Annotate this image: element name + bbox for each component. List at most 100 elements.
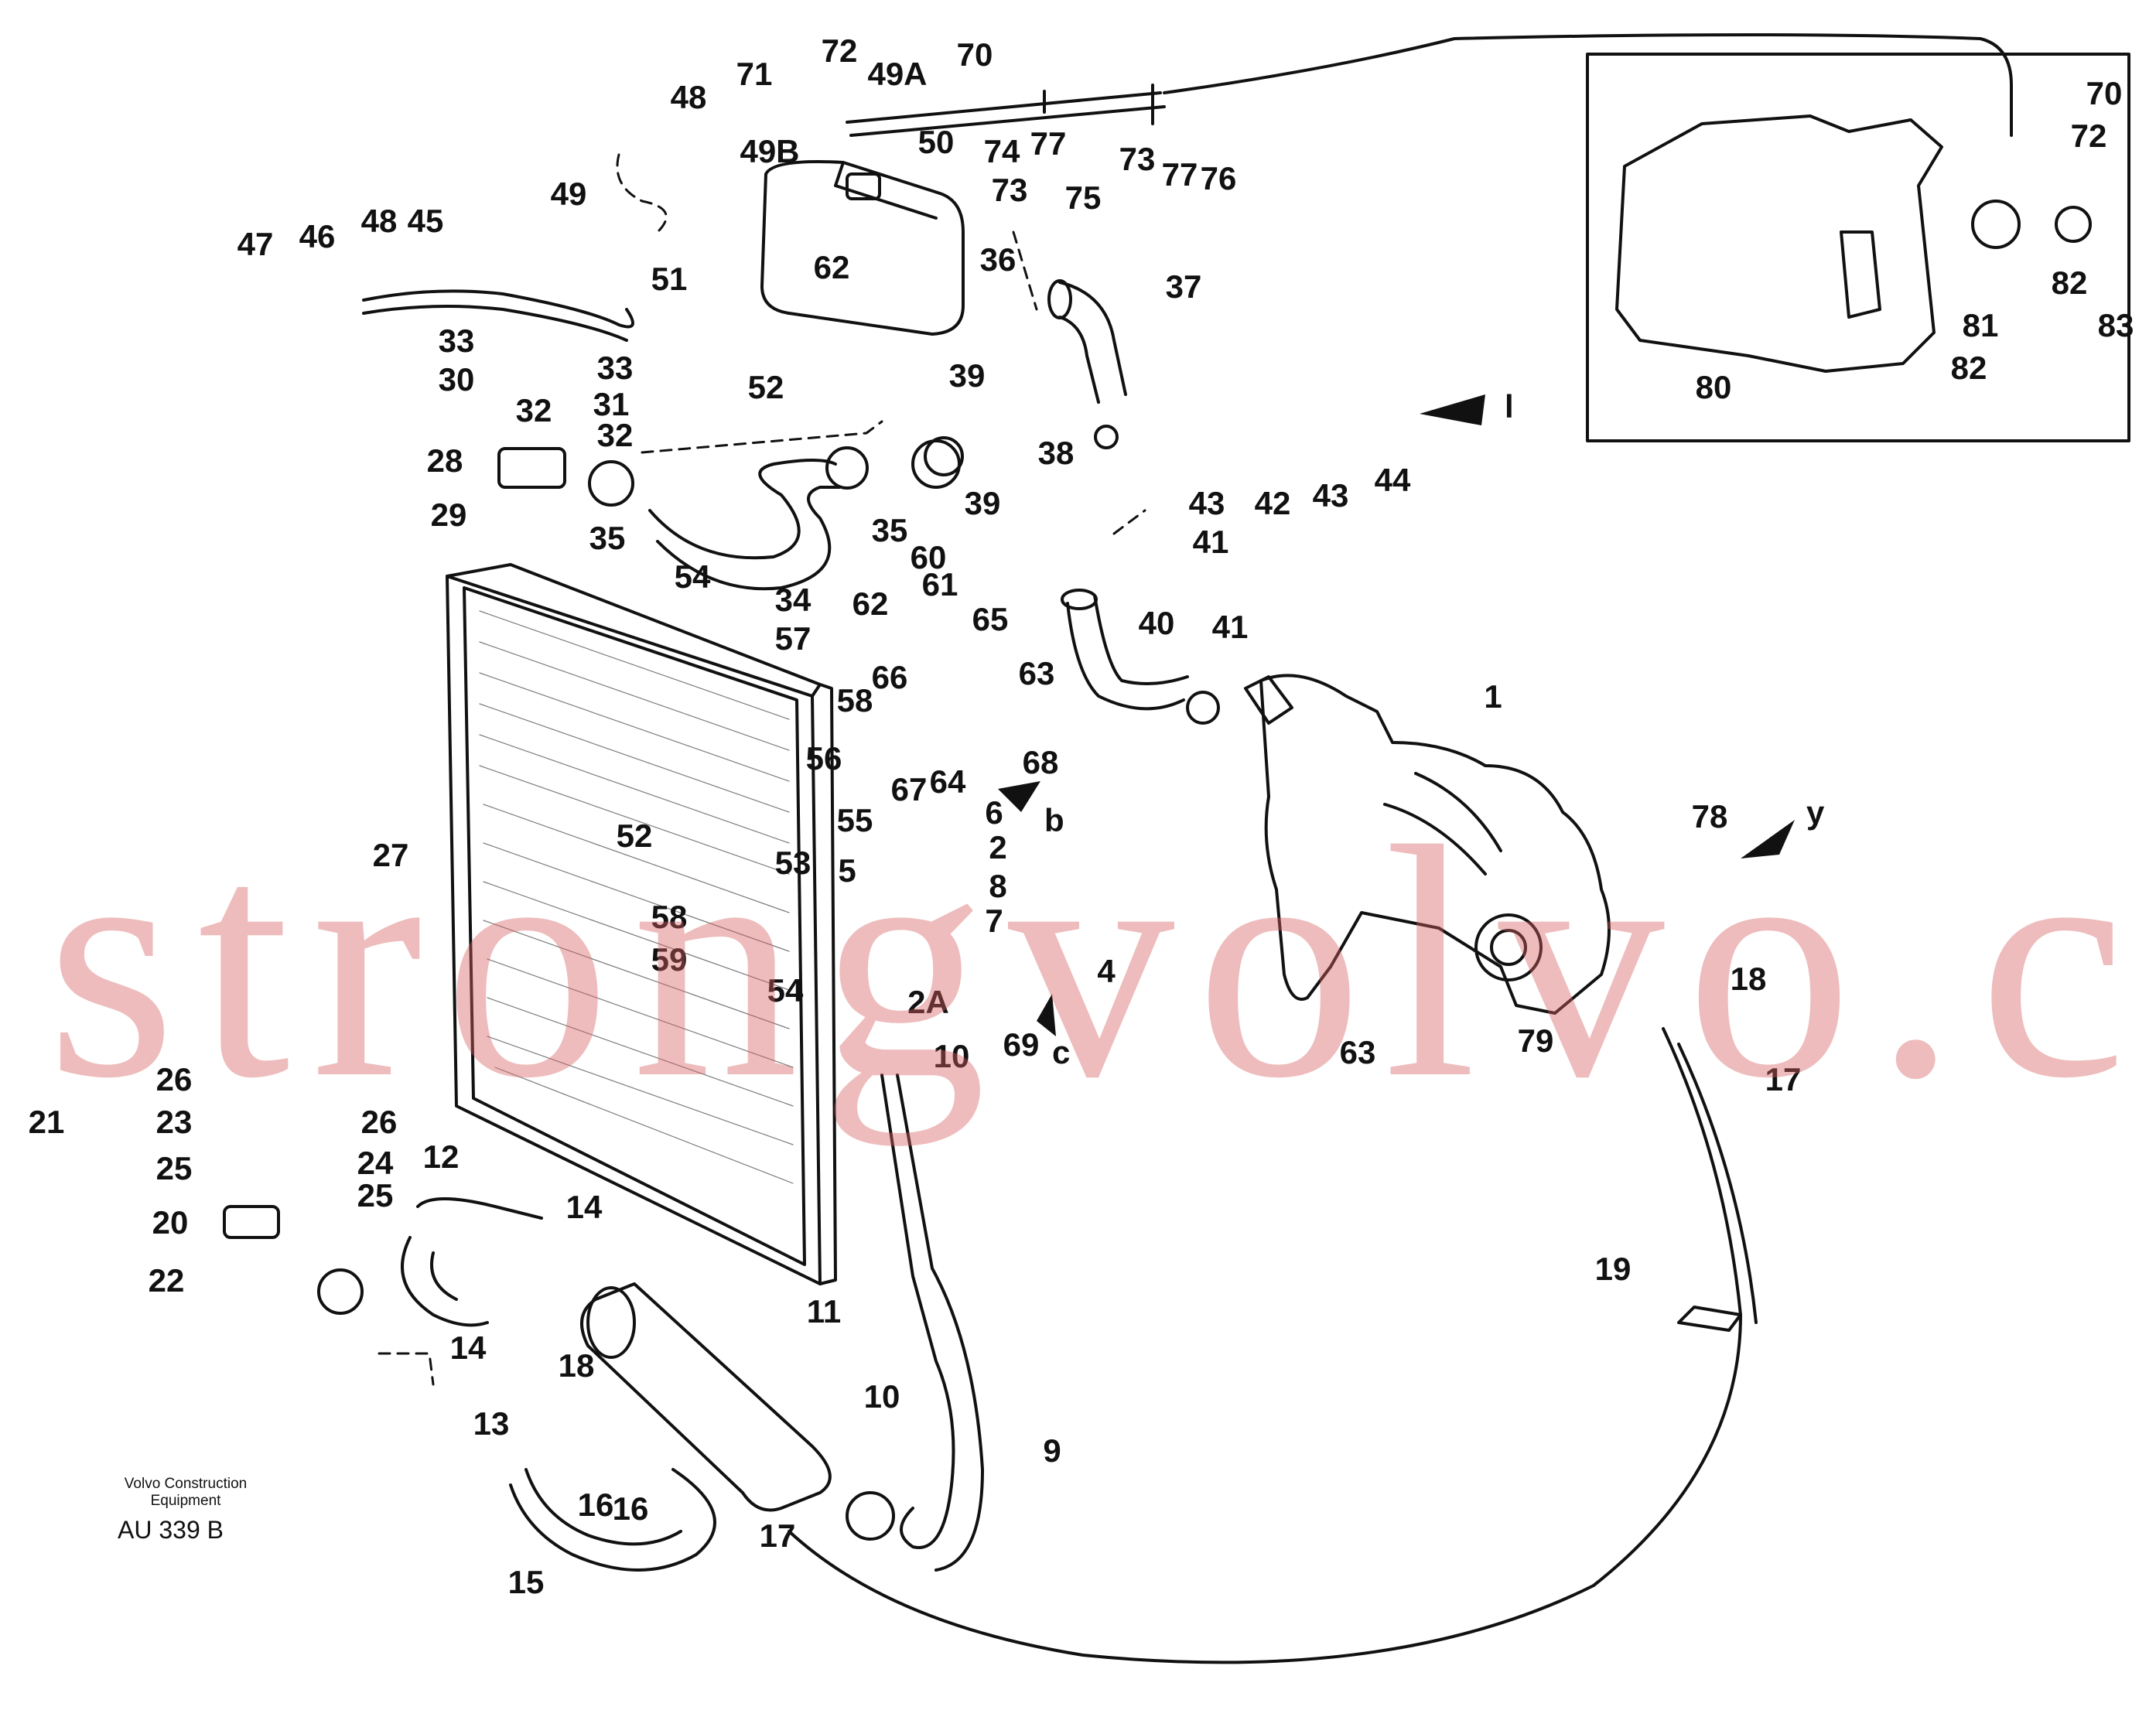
part-callout-label: 52 xyxy=(748,369,784,405)
part-callout-label: 77 xyxy=(1162,156,1198,193)
part-callout-label: 16 xyxy=(578,1487,614,1523)
part-callout-label: 82 xyxy=(1951,350,1987,386)
part-callout-label: 60 xyxy=(911,539,947,575)
part-callout-label: 80 xyxy=(1696,369,1732,405)
part-callout-label: 13 xyxy=(473,1405,510,1442)
part-callout-label: 54 xyxy=(767,972,804,1009)
part-callout-label: 74 xyxy=(984,133,1020,169)
part-callout-label: 63 xyxy=(1340,1034,1376,1070)
part-callout-label: 49B xyxy=(740,133,799,169)
part-callout-label: 59 xyxy=(651,941,688,978)
part-callout-label: 36 xyxy=(980,241,1016,278)
part-callout-label: 52 xyxy=(617,818,653,854)
part-callout-label: 26 xyxy=(361,1104,398,1140)
view-marker-label: b xyxy=(1044,802,1064,838)
part-callout-label: 22 xyxy=(149,1262,185,1299)
hose-9 xyxy=(880,1074,984,1572)
part-callout-label: 14 xyxy=(566,1189,603,1225)
part-callout-label: 24 xyxy=(357,1145,394,1181)
part-callout-label: 78 xyxy=(1692,798,1728,835)
part-callout-label: 11 xyxy=(807,1293,841,1330)
view-marker-label: c xyxy=(1052,1034,1070,1070)
part-callout-label: 58 xyxy=(651,899,688,935)
radiator xyxy=(446,563,837,1285)
part-callout-label: 43 xyxy=(1189,485,1225,521)
view-direction-arrow xyxy=(1037,994,1056,1036)
part-callout-label: 35 xyxy=(872,512,908,548)
part-callout-label: 39 xyxy=(949,357,986,394)
part-callout-label: 65 xyxy=(972,601,1009,637)
caption-company-line2: Equipment xyxy=(150,1493,221,1509)
part-callout-label: 54 xyxy=(675,558,711,595)
expansion-tank xyxy=(760,160,965,336)
part-callout-label: 14 xyxy=(450,1330,487,1366)
part-callout-label: 67 xyxy=(891,771,928,807)
part-callout-label: 43 xyxy=(1313,477,1349,514)
part-callout-label: 9 xyxy=(1043,1432,1061,1469)
part-callout-label: 56 xyxy=(806,740,842,777)
part-callout-label: 23 xyxy=(156,1104,193,1140)
inset-panel xyxy=(1586,53,2130,442)
part-callout-label: 58 xyxy=(837,682,873,719)
part-callout-label: 32 xyxy=(597,417,634,453)
part-callout-label: 68 xyxy=(1023,744,1059,780)
part-callout-label: 79 xyxy=(1518,1022,1554,1059)
part-callout-label: 38 xyxy=(1038,435,1075,471)
part-callout-label: 37 xyxy=(1166,268,1202,305)
part-callout-label: 81 xyxy=(1963,307,1999,343)
part-callout-label: 6 xyxy=(985,794,1003,831)
part-callout-label: 44 xyxy=(1375,462,1411,498)
part-callout-label: 26 xyxy=(156,1061,193,1097)
hose-15 xyxy=(509,1468,716,1572)
view-direction-arrow xyxy=(998,781,1040,812)
part-callout-label: 34 xyxy=(775,582,811,618)
part-callout-label: 49A xyxy=(867,56,927,92)
part-callout-label: 5 xyxy=(838,852,856,889)
part-callout-label: 73 xyxy=(1119,141,1156,177)
part-callout-label: 25 xyxy=(357,1177,394,1213)
part-callout-label: 70 xyxy=(957,36,993,73)
part-callout-label: 18 xyxy=(1731,961,1767,997)
part-callout-label: 31 xyxy=(593,386,630,422)
part-callout-label: 47 xyxy=(237,226,274,262)
part-callout-label: 17 xyxy=(1765,1061,1802,1097)
part-callout-label: 73 xyxy=(992,172,1028,208)
part-callout-label: 15 xyxy=(508,1564,545,1600)
part-callout-label: 41 xyxy=(1193,524,1229,560)
hose-17 xyxy=(788,1027,1758,1664)
part-callout-label: 33 xyxy=(439,323,475,359)
view-direction-arrow xyxy=(1741,820,1795,858)
part-callout-label: 39 xyxy=(965,485,1001,521)
part-callout-label: 77 xyxy=(1030,125,1067,162)
part-callout-label: 30 xyxy=(439,361,475,398)
part-callout-label: 82 xyxy=(2052,265,2088,301)
part-callout-label: 10 xyxy=(934,1038,970,1074)
view-marker-label: l xyxy=(1505,388,1514,425)
part-callout-label: 53 xyxy=(775,845,811,881)
part-callout-label: 25 xyxy=(156,1150,193,1186)
view-marker-label: y xyxy=(1806,794,1825,831)
part-callout-label: 83 xyxy=(2098,307,2134,343)
part-callout-label: 45 xyxy=(408,203,444,239)
oil-cooler xyxy=(580,1282,832,1512)
part-callout-label: 33 xyxy=(597,350,634,386)
part-callout-label: 62 xyxy=(852,585,889,622)
part-callout-label: 41 xyxy=(1212,609,1249,645)
part-callout-label: 72 xyxy=(2071,118,2107,154)
part-callout-label: 29 xyxy=(431,497,467,533)
part-callout-label: 32 xyxy=(516,392,552,428)
part-callout-label: 72 xyxy=(822,32,858,69)
part-callout-label: 10 xyxy=(864,1378,900,1415)
part-callout-label: 55 xyxy=(837,802,873,838)
part-callout-label: 20 xyxy=(152,1204,189,1241)
part-callout-label: 46 xyxy=(299,218,336,254)
part-callout-label: 62 xyxy=(814,249,850,285)
part-callout-label: 16 xyxy=(613,1490,649,1527)
hose-37 xyxy=(1047,279,1127,404)
caption-company-line1: Volvo Construction xyxy=(124,1476,248,1492)
part-callout-label: 71 xyxy=(736,56,773,92)
part-callout-label: 4 xyxy=(1097,953,1116,989)
part-callout-label: 2 xyxy=(989,829,1006,865)
part-callout-label: 69 xyxy=(1003,1026,1040,1063)
part-callout-label: 35 xyxy=(589,520,626,556)
